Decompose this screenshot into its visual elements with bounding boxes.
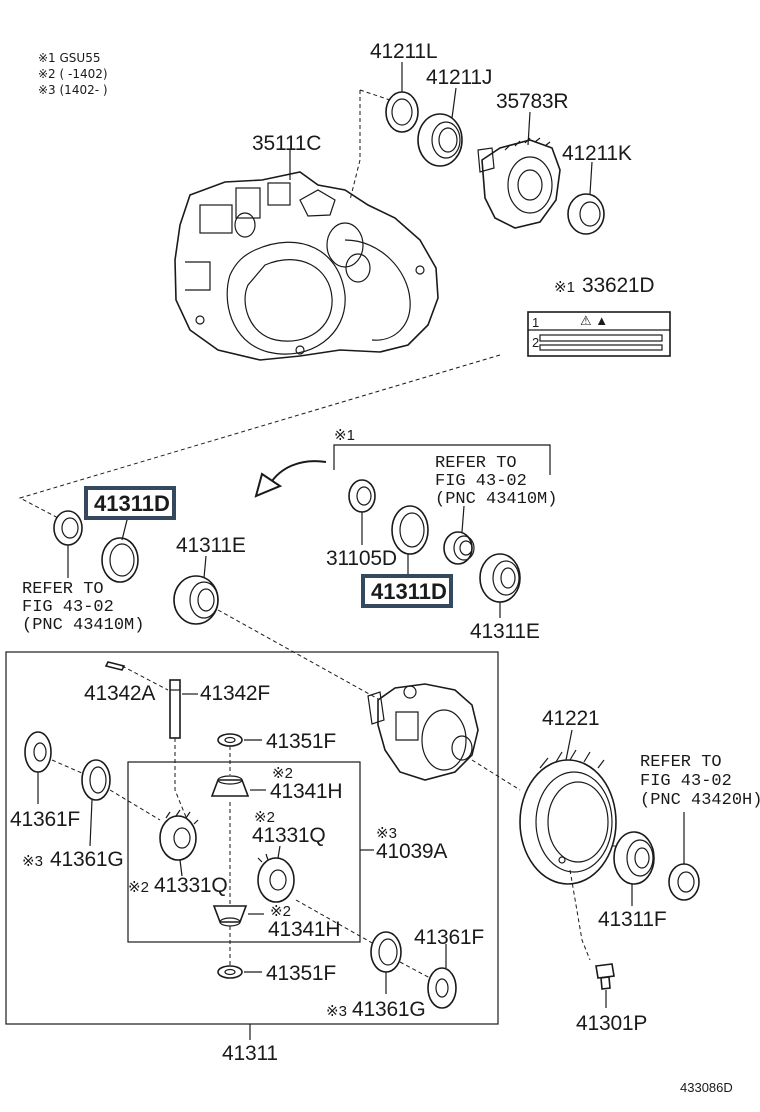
mark-41361G-left: ※3	[22, 853, 43, 870]
label-41351F-bottom: 41351F	[266, 962, 336, 985]
thrust-washer-41361F-left[interactable]	[24, 731, 52, 773]
ref-top: REFER TO FIG 43-02 (PNC 43410M)	[435, 454, 557, 509]
side-gear-41331Q-right[interactable]	[257, 853, 295, 903]
label-41211K: 41211K	[562, 142, 632, 165]
washer-41351F-bottom[interactable]	[217, 965, 243, 979]
label-41211J: 41211J	[426, 66, 492, 89]
bolt-41301P[interactable]	[595, 963, 615, 990]
label-41221: 41221	[542, 707, 599, 730]
caution-label-icon: ⚠ ▲	[580, 313, 608, 328]
label-41211L: 41211L	[370, 40, 437, 63]
svg-text:(PNC 43420H): (PNC 43420H)	[640, 791, 760, 810]
svg-text:2: 2	[532, 335, 539, 350]
label-41039A: 41039A	[376, 840, 447, 863]
mark-41039A: ※3	[376, 825, 397, 842]
transaxle-housing[interactable]	[174, 171, 439, 361]
mark-41341H-top: ※2	[272, 765, 293, 782]
seal-41211L[interactable]	[385, 91, 419, 133]
mark-41361G-right: ※3	[326, 1003, 347, 1020]
label-41331Q-right: 41331Q	[252, 824, 326, 847]
mark-41341H-bottom: ※2	[270, 903, 291, 920]
label-41341H-top: 41341H	[270, 780, 342, 803]
svg-text:REFER TO: REFER TO	[22, 580, 104, 599]
label-35111C: 35111C	[252, 132, 321, 155]
shim-41361G-left[interactable]	[81, 759, 111, 801]
differential-group-box	[5, 651, 499, 1025]
shim-41311D-left[interactable]	[101, 537, 139, 583]
ref-right: REFER TO FIG 43-02 (PNC 43420H)	[640, 753, 760, 810]
highlight-box-left	[84, 486, 176, 520]
note-2: ※2 ( -1402)	[38, 67, 108, 81]
dash-top	[349, 90, 361, 201]
note-1: ※1 GSU55	[38, 51, 100, 65]
pinion-41341H-bottom[interactable]	[212, 905, 248, 927]
highlight-box-center	[361, 574, 453, 608]
seal-left[interactable]	[53, 510, 83, 546]
bearing-41311F[interactable]	[613, 831, 655, 885]
caution-label-plate[interactable]: ⚠ ▲ 1 2	[527, 311, 671, 357]
shim-41311D-center[interactable]	[391, 505, 429, 555]
label-41311D-center: 41311D	[371, 579, 447, 604]
label-41341H-bottom: 41341H	[268, 918, 340, 941]
shim-41361G-right[interactable]	[370, 931, 402, 973]
label-41331Q-left: 41331Q	[154, 874, 228, 897]
label-33621D: 33621D	[582, 274, 654, 297]
label-31105D: 31105D	[326, 547, 397, 570]
pinion-41341H-top[interactable]	[210, 775, 250, 797]
svg-text:(PNC 43410M): (PNC 43410M)	[435, 490, 557, 509]
svg-text:REFER TO: REFER TO	[435, 454, 517, 473]
mark-41331Q-right: ※2	[254, 809, 275, 826]
seal-31105D[interactable]	[348, 479, 376, 513]
svg-text:FIG 43-02: FIG 43-02	[640, 772, 732, 791]
shaft-41342F[interactable]	[169, 679, 181, 739]
label-41342F: 41342F	[200, 682, 270, 705]
label-41342A: 41342A	[84, 682, 155, 705]
dash-diagonal	[18, 354, 501, 521]
pin-41342A[interactable]	[104, 661, 126, 671]
bearing-small-center[interactable]	[443, 531, 475, 565]
bearing-41211K[interactable]	[567, 193, 605, 235]
label-41361F-left: 41361F	[10, 808, 80, 831]
bearing-41311E-left[interactable]	[173, 575, 219, 625]
label-41311F: 41311F	[598, 908, 666, 931]
mark-33621D: ※1	[554, 279, 575, 296]
label-35783R: 35783R	[496, 90, 568, 113]
differential-case[interactable]	[367, 683, 479, 781]
mark-41331Q-left: ※2	[128, 879, 149, 896]
svg-text:1: 1	[532, 315, 539, 330]
label-41311D-left: 41311D	[94, 491, 170, 516]
label-41361F-right: 41361F	[414, 926, 484, 949]
seal-right[interactable]	[668, 863, 700, 901]
curved-arrow-icon	[254, 460, 327, 498]
bearing-41311E-right[interactable]	[479, 553, 521, 603]
label-41361G-right: 41361G	[352, 998, 426, 1021]
label-41351F-top: 41351F	[266, 730, 336, 753]
label-41311: 41311	[222, 1042, 278, 1065]
svg-text:FIG 43-02: FIG 43-02	[435, 472, 527, 491]
thrust-washer-41361F-right[interactable]	[427, 967, 457, 1009]
bearing-41211J[interactable]	[417, 113, 463, 167]
note-3: ※3 (1402- )	[38, 83, 108, 97]
svg-text:REFER TO: REFER TO	[640, 753, 722, 772]
side-gear-41331Q-left[interactable]	[159, 809, 199, 861]
washer-41351F-top[interactable]	[217, 733, 243, 747]
svg-text:(PNC 43410M): (PNC 43410M)	[22, 616, 144, 635]
label-41361G-left: 41361G	[50, 848, 124, 871]
pinion-group-box	[127, 761, 361, 943]
svg-text:FIG 43-02: FIG 43-02	[22, 598, 114, 617]
label-41301P: 41301P	[576, 1012, 647, 1035]
figure-code: 433086D	[680, 1080, 733, 1095]
label-41311E-right: 41311E	[470, 620, 540, 643]
label-41311E-left: 41311E	[176, 534, 246, 557]
ref-left: REFER TO FIG 43-02 (PNC 43410M)	[22, 580, 144, 635]
group-bracket	[333, 444, 551, 475]
ring-gear-41221[interactable]	[519, 749, 617, 885]
mark-group: ※1	[334, 427, 355, 444]
gear-35783R[interactable]	[477, 137, 561, 229]
